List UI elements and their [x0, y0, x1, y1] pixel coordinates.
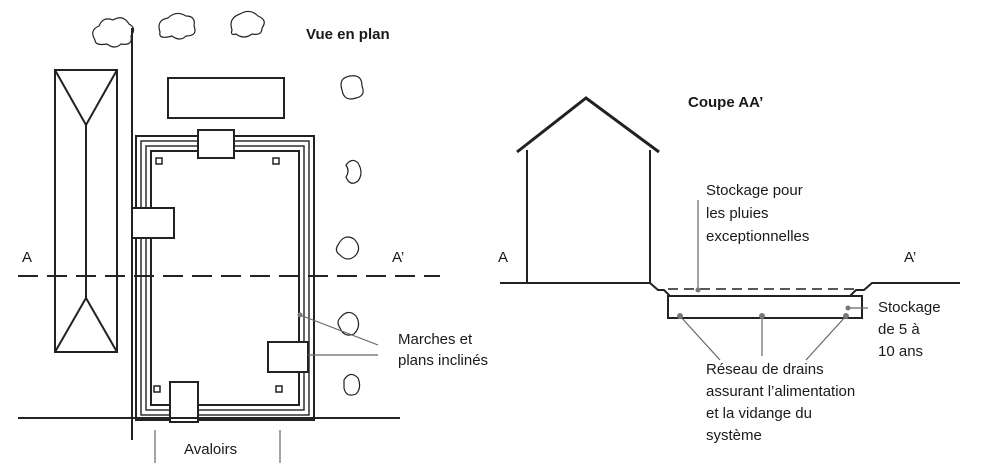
tree-icon [340, 75, 364, 100]
leader-dot [297, 312, 303, 318]
exceptional-label-line3: exceptionnelles [706, 228, 809, 245]
plan-title: Vue en plan [306, 26, 390, 43]
tree-icon [345, 159, 362, 184]
basin-outline [135, 135, 315, 421]
ramp-right [267, 341, 309, 373]
exceptional-label-line2: les pluies [706, 205, 769, 222]
drain-dot [759, 313, 765, 319]
exceptional-label-line1: Stockage pour [706, 182, 803, 199]
inlets-label: Avaloirs [184, 441, 237, 458]
tree-icon [230, 10, 265, 38]
tree-icon [343, 373, 361, 396]
storage-basin [667, 295, 863, 319]
leader-dot [845, 305, 851, 311]
drain-dot [677, 313, 683, 319]
steps-label-line2: plans inclinés [398, 352, 488, 369]
section-title: Coupe AA’ [688, 94, 763, 111]
inlet-square [275, 385, 283, 393]
section-label-a: A [22, 249, 32, 266]
section-label-a-prime: A’ [392, 249, 404, 266]
leader-steps-1 [299, 314, 379, 346]
leader-drain-1 [679, 315, 721, 361]
leader-dot [695, 287, 701, 293]
inlet-square [153, 385, 161, 393]
top-rectangle [167, 77, 285, 119]
drains-label-line3: et la vidange du [706, 405, 812, 422]
storage-label-line3: 10 ans [878, 343, 923, 360]
ramp-left [131, 207, 175, 239]
drain-dot [843, 313, 849, 319]
section-view: Coupe AA’ A A’ Stockage pour les pluies … [498, 94, 960, 444]
house-section [516, 96, 660, 283]
plan-view: Vue en plan A A’ Marches et plans inclin… [18, 10, 488, 463]
section-left-label: A [498, 249, 508, 266]
section-right-label: A’ [904, 249, 916, 266]
building-roof-plan [54, 69, 118, 353]
tree-icon [337, 311, 360, 336]
storage-label-line1: Stockage [878, 299, 941, 316]
tree-icon [158, 12, 196, 40]
drains-label-line2: assurant l’alimentation [706, 383, 855, 400]
drains-label-line1: Réseau de drains [706, 361, 824, 378]
steps-label-line1: Marches et [398, 331, 473, 348]
tree-icon [92, 17, 135, 48]
ground-profile [500, 282, 960, 297]
ramp-top [197, 129, 235, 159]
leader-drain-3 [805, 315, 847, 361]
drains-label-line4: système [706, 427, 762, 444]
storage-label-line2: de 5 à [878, 321, 920, 338]
tree-icon [335, 236, 360, 260]
ramp-bottom [169, 381, 199, 423]
inlet-square [155, 157, 163, 165]
inlet-square [272, 157, 280, 165]
